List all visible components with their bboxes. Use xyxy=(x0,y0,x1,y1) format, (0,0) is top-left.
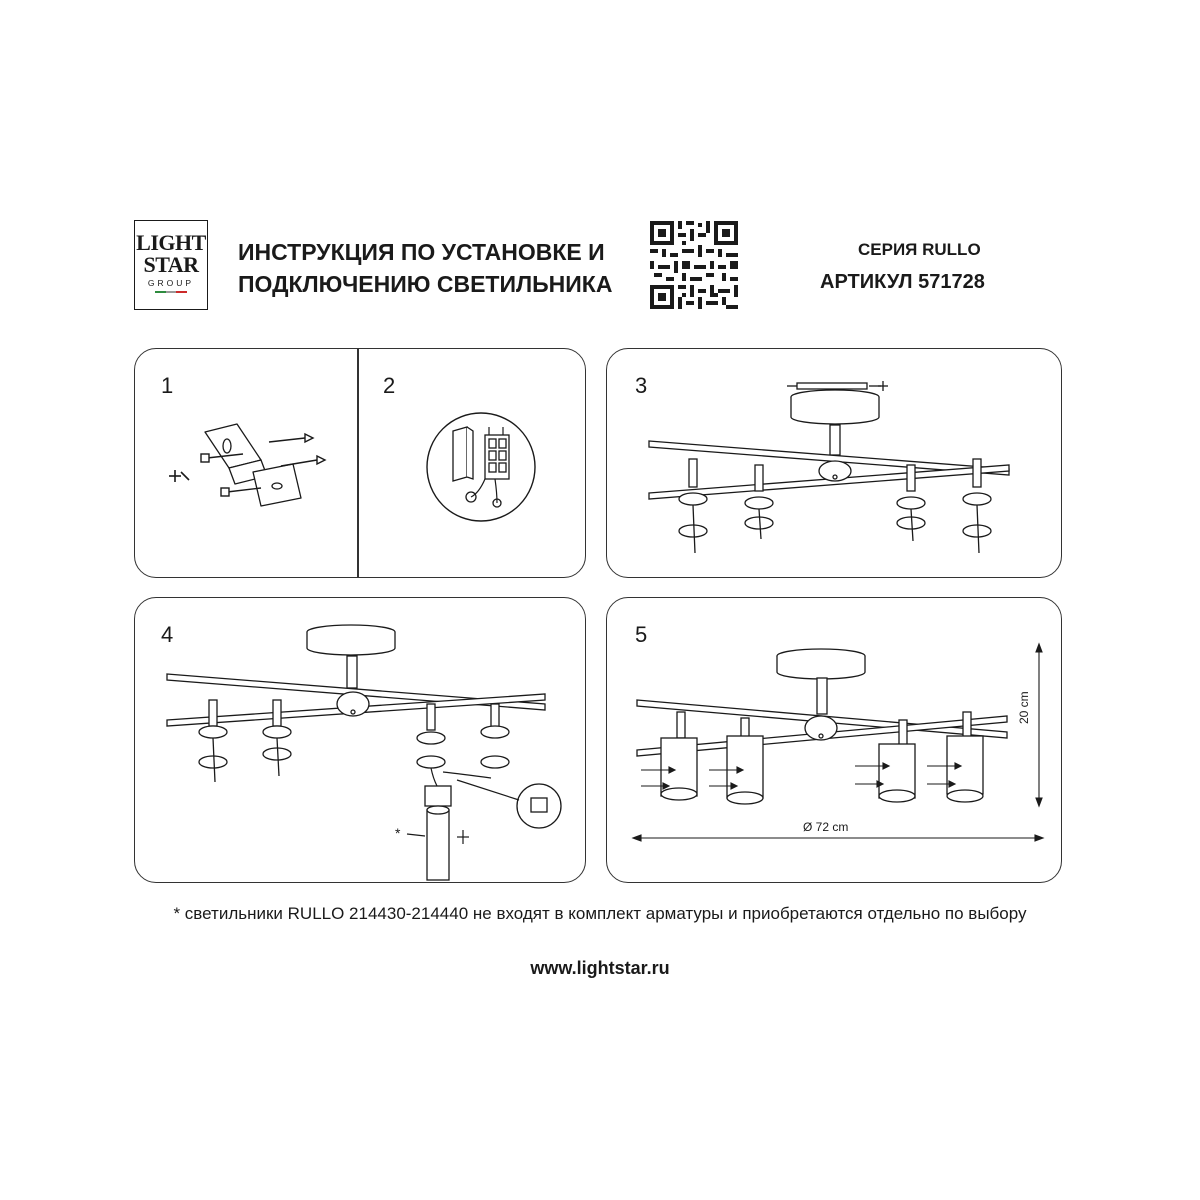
step-number-3: 3 xyxy=(635,373,648,398)
fixture-assembly-illustration xyxy=(648,381,1010,554)
step-number-1: 1 xyxy=(161,373,174,398)
panel-step-4: 4 * xyxy=(134,597,586,883)
screwdriver-icon xyxy=(169,470,190,482)
accessory-marker: * xyxy=(395,825,401,841)
italian-flag-icon xyxy=(155,291,188,293)
diameter-dimension: Ø 72 cm xyxy=(803,820,849,834)
step-number-2: 2 xyxy=(383,373,396,398)
mounting-bracket-illustration xyxy=(169,423,327,507)
spotlight-connection-illustration: * xyxy=(166,624,562,881)
footnote: * светильники RULLO 214430-214440 не вхо… xyxy=(173,904,1027,923)
panel-step-5: 5 xyxy=(606,597,1062,883)
series-label: СЕРИЯ RULLO xyxy=(858,240,981,259)
title-line-2: ПОДКЛЮЧЕНИЮ СВЕТИЛЬНИКА xyxy=(238,271,613,297)
logo-line-3: GROUP xyxy=(147,278,195,288)
article-number: АРТИКУЛ 571728 xyxy=(820,271,985,293)
logo-line-1: LIGHT xyxy=(136,230,206,255)
title-line-1: ИНСТРУКЦИЯ ПО УСТАНОВКЕ И xyxy=(238,239,605,265)
step-number-4: 4 xyxy=(161,622,174,647)
panel-divider xyxy=(357,349,359,577)
qr-code-icon xyxy=(648,219,740,311)
logo-line-2: STAR xyxy=(143,252,199,277)
panel-steps-1-2: 1 2 xyxy=(134,348,586,578)
brand-logo: LIGHT STAR GROUP xyxy=(134,220,208,310)
height-dimension: 20 cm xyxy=(1017,691,1031,724)
page-title: ИНСТРУКЦИЯ ПО УСТАНОВКЕ И ПОДКЛЮЧЕНИЮ СВ… xyxy=(238,236,612,300)
step-number-5: 5 xyxy=(635,622,648,647)
website-link[interactable]: www.lightstar.ru xyxy=(530,958,670,978)
final-dimensions-illustration xyxy=(631,642,1045,842)
panel-step-3: 3 xyxy=(606,348,1062,578)
terminal-block-illustration xyxy=(426,412,536,522)
